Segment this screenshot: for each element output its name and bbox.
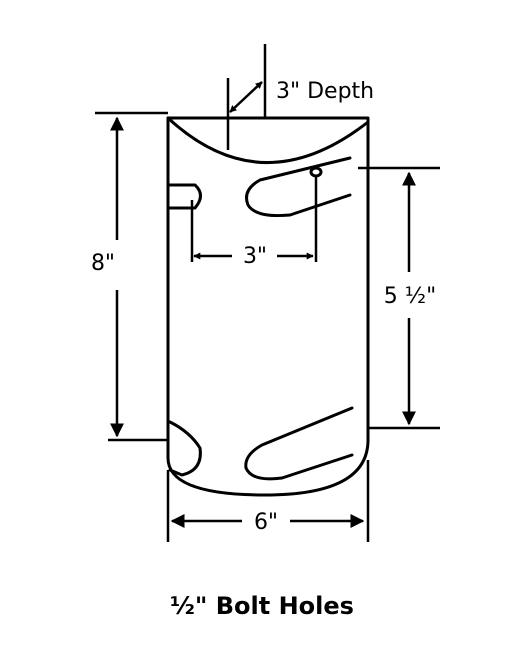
height-label: 8": [91, 251, 115, 276]
depth-label: 3" Depth: [276, 79, 374, 104]
lower-left-bolt-slot: [168, 420, 202, 477]
depth-dimension-arrow: [229, 81, 263, 113]
hole-span-label: 5 ½": [384, 284, 436, 309]
bracket-outline: [166, 116, 370, 497]
hole-spacing-label: 3": [243, 244, 267, 269]
width-label: 6": [254, 510, 278, 535]
diagram-caption: ½" Bolt Holes: [170, 592, 354, 620]
upper-right-bolt-slot: [245, 156, 352, 217]
bolt-hole-marker: [309, 166, 323, 178]
upper-left-bolt-slot: [168, 183, 202, 210]
bracket-top-curve: [166, 116, 370, 164]
lower-right-bolt-slot: [244, 406, 354, 481]
